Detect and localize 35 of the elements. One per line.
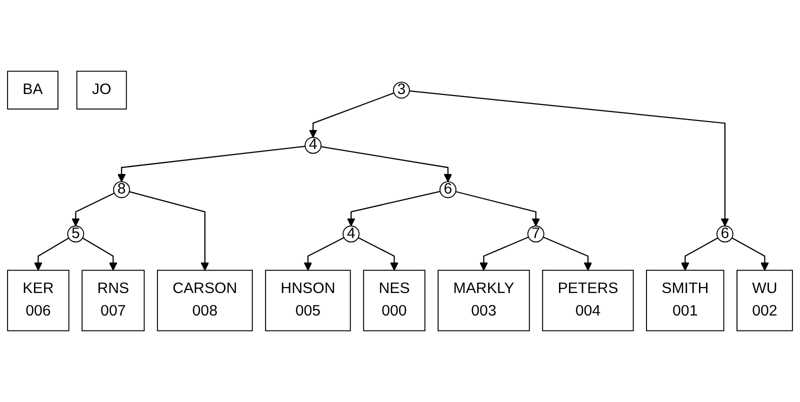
node-circle: 3 bbox=[393, 82, 410, 99]
node-circle: 4 bbox=[304, 136, 322, 154]
node-box: HNSON 005 bbox=[265, 270, 351, 332]
arrow bbox=[480, 236, 529, 271]
arrow bbox=[320, 146, 452, 182]
node-box: CARSON 008 bbox=[156, 270, 253, 332]
arrow bbox=[72, 192, 115, 226]
arrow bbox=[129, 191, 210, 271]
node-box: BA bbox=[7, 70, 58, 110]
node-box: RNS 007 bbox=[82, 270, 145, 332]
node-circle: 4 bbox=[342, 226, 360, 242]
node-circle: 7 bbox=[527, 226, 544, 242]
node-box: WU 002 bbox=[736, 270, 793, 332]
arrow bbox=[732, 237, 769, 271]
node-box: KER 006 bbox=[7, 270, 70, 332]
node-circle: 8 bbox=[113, 181, 130, 198]
node-circle: 6 bbox=[716, 226, 734, 242]
arrow bbox=[117, 146, 306, 182]
arrow bbox=[304, 237, 344, 271]
node-box: MARKLY 003 bbox=[438, 270, 530, 332]
arrow bbox=[346, 190, 440, 226]
arrow bbox=[308, 92, 394, 138]
node-box: PETERS 004 bbox=[542, 270, 634, 332]
node-circle: 5 bbox=[67, 226, 84, 242]
arrow bbox=[456, 191, 540, 226]
arrow bbox=[409, 90, 730, 226]
node-box: NES 000 bbox=[363, 270, 426, 332]
node-box: SMITH 001 bbox=[646, 270, 724, 332]
node-box: JO bbox=[76, 70, 127, 110]
arrow bbox=[358, 237, 398, 271]
arrow bbox=[681, 237, 718, 271]
arrow bbox=[34, 238, 70, 271]
node-circle: 6 bbox=[440, 181, 456, 198]
arrow bbox=[542, 236, 592, 271]
arrow bbox=[82, 238, 118, 271]
